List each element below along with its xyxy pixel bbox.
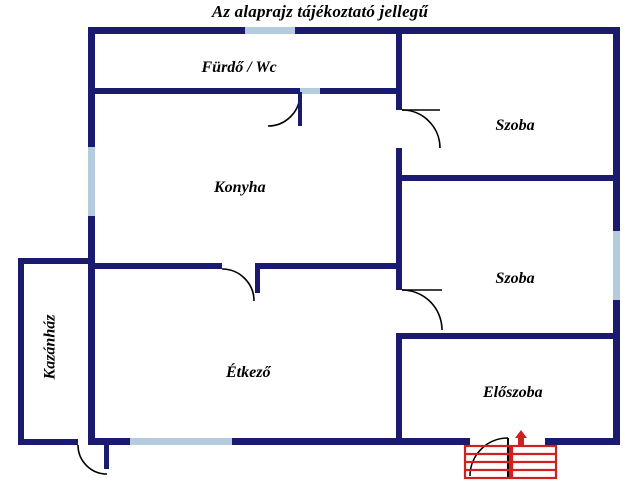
page-title: Az alaprajz tájékoztató jellegű <box>211 2 429 21</box>
wall-left-lower <box>88 216 95 441</box>
room-name-konyha: Konyha <box>214 179 266 196</box>
window-group <box>88 27 620 445</box>
door-bathroom-swing <box>267 93 301 127</box>
door-group <box>77 92 509 478</box>
room-label-furdo-wc: Fürdő / Wc <box>202 59 277 77</box>
wall-eloszoba-divider <box>396 333 616 339</box>
room-label-szoba-1: Szoba <box>496 117 535 135</box>
room-name-furdo-wc: Fürdő / Wc <box>201 59 277 76</box>
room-label-etkezo: Étkező <box>226 364 270 382</box>
room-name-kazanhaz: Kazánház <box>40 314 58 380</box>
wall-bathroom-bottom-right <box>320 88 396 94</box>
room-label-konyha: Konyha <box>214 179 266 197</box>
window-bottom-dining <box>130 438 232 445</box>
up-arrow-head <box>515 430 527 438</box>
wall-right-upper <box>613 27 620 231</box>
wall-boiler-left <box>18 258 24 445</box>
wall-bottom-middle <box>232 438 470 445</box>
door-szoba-upper-swing <box>401 109 441 149</box>
wall-top-right <box>295 27 620 34</box>
wall-right-lower <box>613 300 620 445</box>
window-right <box>613 231 620 300</box>
room-label-szoba-2: Szoba <box>496 270 535 288</box>
room-name-szoba-1: Szoba <box>495 117 535 134</box>
window-top <box>245 27 295 34</box>
wall-bottom-right <box>545 438 620 445</box>
wall-vertical-divider-mid <box>396 148 402 290</box>
window-bathroom-stub <box>300 88 320 94</box>
wall-vertical-divider-bottom <box>396 333 402 445</box>
wall-boiler-bottom-right <box>108 439 130 445</box>
wall-vertical-divider-top <box>396 27 402 110</box>
room-name-eloszoba: Előszoba <box>483 384 543 401</box>
up-arrow-shaft <box>518 437 524 447</box>
wall-left-upper <box>88 27 95 147</box>
door-kitchen-dining-swing <box>221 268 255 302</box>
door-boiler-swing <box>77 444 108 475</box>
wall-top-left <box>88 27 245 34</box>
wall-dining-door-jamb <box>255 263 260 293</box>
wall-boiler-door-jamb <box>104 439 109 469</box>
door-szoba-lower-swing <box>401 289 443 331</box>
wall-kitchen-dining-right <box>255 263 402 269</box>
room-label-eloszoba: Előszoba <box>483 384 543 402</box>
wall-boiler-top <box>18 258 95 264</box>
room-name-etkezo: Étkező <box>226 364 271 381</box>
wall-group <box>18 27 620 469</box>
wall-bathroom-bottom <box>88 88 300 94</box>
wall-szoba-divider <box>396 175 616 181</box>
room-name-szoba-2: Szoba <box>495 270 535 287</box>
window-left <box>88 147 95 216</box>
wall-boiler-bottom-left <box>18 439 78 445</box>
room-label-kazanhaz: Kazánház <box>41 315 59 380</box>
entrance-stairs <box>463 444 558 480</box>
up-arrow-icon <box>515 430 527 447</box>
wall-kitchen-dining-left <box>95 263 222 269</box>
